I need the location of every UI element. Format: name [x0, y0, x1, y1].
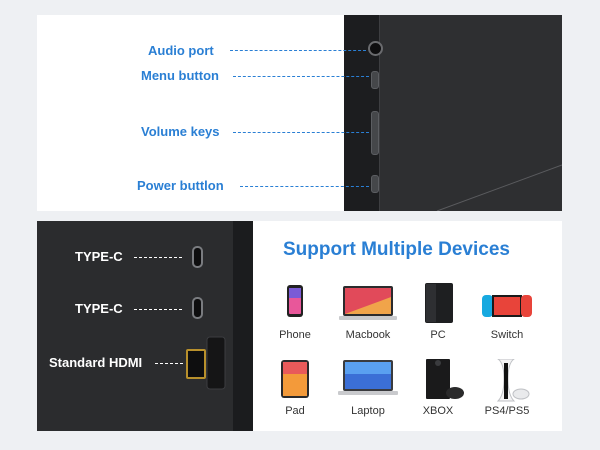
type-c-port-1 — [192, 246, 203, 268]
audio-port-jack — [368, 41, 383, 56]
menu-button-hardware — [371, 71, 379, 89]
laptop-icon — [335, 359, 401, 403]
callout-menu-button: Menu button — [141, 68, 219, 83]
xbox-console-icon — [405, 359, 471, 403]
device-switch: Switch — [474, 283, 540, 341]
pc-tower-icon — [405, 283, 471, 327]
device-label: PC — [430, 329, 446, 341]
power-button-hardware — [371, 175, 379, 193]
label-type-c-2: TYPE-C — [75, 301, 123, 316]
device-label: Switch — [490, 329, 524, 341]
label-type-c-1: TYPE-C — [75, 249, 123, 264]
playstation-console-icon — [474, 358, 540, 403]
hdmi-cable-end — [206, 336, 226, 390]
label-standard-hdmi: Standard HDMI — [49, 355, 143, 370]
section-title: Support Multiple Devices — [283, 239, 510, 260]
ports-devices-panel: TYPE-C TYPE-C Standard HDMI Support Mult… — [37, 221, 562, 431]
callout-volume-keys: Volume keys — [141, 124, 220, 139]
device-pc: PC — [405, 283, 471, 341]
callout-line-volume — [233, 132, 369, 133]
device-label: Macbook — [345, 329, 391, 341]
device-xbox: XBOX — [405, 359, 471, 417]
callout-line-power — [240, 186, 369, 187]
monitor-back-edge — [233, 221, 253, 431]
callout-line-audio — [230, 50, 366, 51]
volume-keys-hardware — [371, 111, 379, 155]
callout-audio-port: Audio port — [148, 43, 214, 58]
line-hdmi — [155, 363, 183, 364]
callout-power-button: Power buttlon — [137, 178, 224, 193]
line-type-c-2 — [134, 309, 182, 310]
line-type-c-1 — [134, 257, 182, 258]
callout-line-menu — [233, 76, 369, 77]
device-label: XBOX — [422, 405, 454, 417]
device-label: Pad — [285, 405, 305, 417]
tablet-icon — [262, 359, 328, 403]
phone-icon — [262, 283, 328, 327]
switch-console-icon — [474, 283, 540, 327]
device-pad: Pad — [262, 359, 328, 417]
type-c-port-2 — [192, 297, 203, 319]
hdmi-port — [186, 349, 206, 379]
controls-panel: Audio port Menu button Volume keys Power… — [37, 15, 562, 211]
device-phone: Phone — [262, 283, 328, 341]
device-macbook: Macbook — [335, 283, 401, 341]
macbook-icon — [335, 283, 401, 327]
device-label: Phone — [279, 329, 311, 341]
device-laptop: Laptop — [335, 359, 401, 417]
monitor-bevel-line — [436, 164, 562, 211]
device-label: Laptop — [351, 405, 385, 417]
device-ps4-ps5: PS4/PS5 — [474, 358, 540, 417]
monitor-back-view — [37, 221, 233, 431]
device-label: PS4/PS5 — [484, 405, 530, 417]
